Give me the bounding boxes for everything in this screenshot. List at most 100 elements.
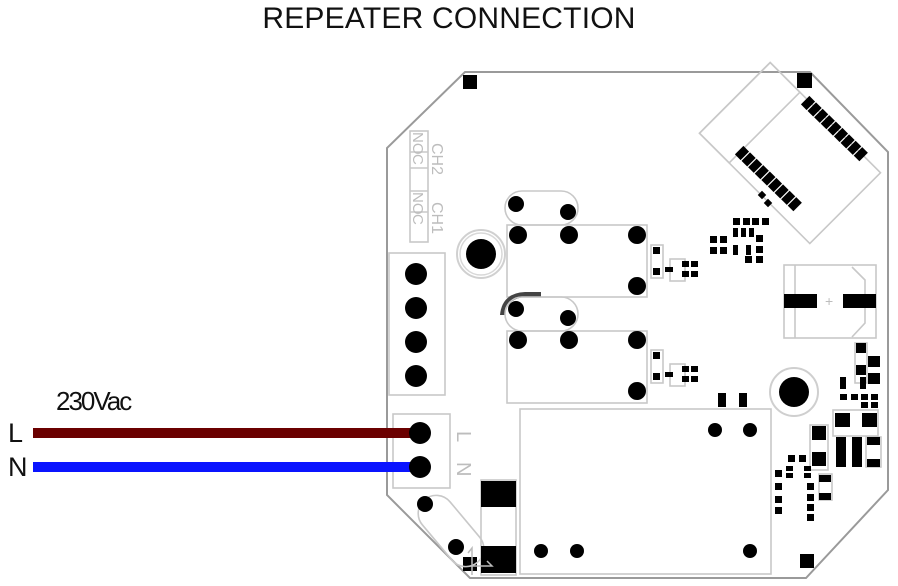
smd-pad bbox=[710, 247, 717, 254]
smd-pad bbox=[756, 256, 763, 263]
rf-module bbox=[698, 61, 882, 245]
module-pin bbox=[840, 134, 855, 149]
power-terminal-block: L N bbox=[392, 413, 474, 489]
smd-pad bbox=[788, 455, 795, 462]
pcb-outline bbox=[386, 71, 889, 579]
module-pin bbox=[807, 102, 822, 117]
relay-terminal-silkscreen: NO C NO C CH2 CH1 bbox=[409, 130, 445, 243]
smd-pad bbox=[691, 366, 698, 372]
module-pin bbox=[761, 171, 776, 186]
ch2-no-label: NO bbox=[409, 132, 426, 155]
smd-pad bbox=[867, 459, 880, 467]
module-pin bbox=[853, 147, 868, 162]
silkscreen-outline bbox=[832, 409, 879, 437]
smd-pad bbox=[836, 437, 846, 467]
smd-pad bbox=[835, 413, 850, 427]
module-pin bbox=[754, 165, 769, 180]
smd-pad bbox=[682, 376, 689, 382]
crystal-component: + bbox=[783, 264, 877, 339]
smd-pad bbox=[741, 228, 746, 237]
smd-pad bbox=[733, 245, 738, 255]
ch2-label: CH2 bbox=[428, 143, 445, 175]
mounting-hole-right bbox=[769, 367, 819, 417]
polarity-arc-mark bbox=[500, 292, 541, 315]
smd-pad bbox=[868, 373, 880, 384]
module-pin bbox=[820, 115, 835, 130]
smd-pad bbox=[812, 452, 826, 466]
module-pin bbox=[774, 184, 789, 199]
smd-pad bbox=[804, 473, 811, 478]
smd-pad bbox=[840, 377, 846, 389]
smd-pad bbox=[710, 236, 717, 243]
smd-pad bbox=[807, 514, 814, 521]
smd-pad bbox=[691, 376, 698, 382]
terminal-n-pad bbox=[409, 456, 431, 478]
smd-pad bbox=[653, 268, 660, 275]
smd-pad bbox=[775, 483, 782, 490]
module-pin bbox=[800, 95, 816, 111]
relay-terminal-block bbox=[388, 252, 446, 396]
ch1-c-label: C bbox=[409, 214, 426, 225]
ch1-no-label: NO bbox=[409, 192, 426, 215]
mounting-hole-left bbox=[456, 229, 506, 279]
smd-pad bbox=[807, 483, 814, 490]
smd-pad bbox=[720, 236, 727, 243]
diagram-title: REPEATER CONNECTION bbox=[262, 2, 636, 35]
smd-pad bbox=[861, 402, 868, 408]
smd-pad bbox=[871, 402, 878, 408]
silkscreen-outline bbox=[650, 349, 664, 384]
smd-pad bbox=[733, 218, 740, 225]
smd-pad bbox=[653, 247, 660, 254]
module-pin bbox=[833, 127, 849, 143]
smd-pad bbox=[720, 247, 727, 254]
voltage-label: 230Vac bbox=[56, 386, 132, 416]
module-pin bbox=[767, 177, 783, 193]
module-pin bbox=[787, 197, 802, 212]
power-module bbox=[519, 408, 772, 575]
smd-pad bbox=[852, 437, 862, 467]
rf-module-pins bbox=[734, 95, 868, 212]
smd-pad bbox=[665, 372, 673, 377]
silkscreen-outline bbox=[809, 424, 829, 471]
ch1-label: CH1 bbox=[428, 202, 445, 234]
smd-pad bbox=[756, 246, 763, 253]
smd-pad bbox=[682, 366, 689, 372]
smd-pad bbox=[752, 218, 759, 225]
smd-pad bbox=[871, 394, 878, 400]
silkscreen-outline bbox=[650, 244, 664, 279]
smd-pad bbox=[819, 493, 831, 500]
smd-cluster-right bbox=[775, 342, 882, 521]
smd-pad bbox=[856, 343, 866, 353]
smd-pad bbox=[762, 218, 769, 225]
line-wire-label: L bbox=[8, 418, 24, 448]
smd-pad bbox=[691, 271, 698, 277]
smd-pad bbox=[733, 228, 738, 237]
module-pin bbox=[827, 121, 842, 136]
smd-pad bbox=[851, 394, 858, 400]
fiducial-pad-top-right bbox=[797, 73, 812, 88]
smd-pad bbox=[799, 455, 806, 462]
smd-pad bbox=[868, 356, 880, 367]
smd-pad bbox=[786, 473, 793, 478]
smd-pad bbox=[819, 475, 831, 482]
crystal-plus-mark: + bbox=[825, 293, 833, 309]
module-pin bbox=[741, 152, 756, 167]
module-pin bbox=[814, 108, 829, 123]
module-pin bbox=[734, 145, 750, 161]
module-pin bbox=[847, 140, 862, 155]
module-pin bbox=[781, 190, 796, 205]
smd-pad bbox=[665, 267, 673, 272]
module-pin bbox=[748, 158, 763, 173]
smd-pad bbox=[786, 466, 793, 471]
smd-pad bbox=[862, 413, 877, 427]
smd-pad bbox=[682, 271, 689, 277]
bottom-left-component bbox=[417, 479, 517, 576]
fiducial-pad-bottom-left bbox=[463, 557, 477, 571]
smd-pad bbox=[807, 494, 814, 501]
smd-pad bbox=[860, 377, 866, 389]
terminal-n-label: N bbox=[452, 462, 474, 476]
fiducial-pad-top-left bbox=[463, 75, 477, 89]
smd-pad bbox=[691, 261, 698, 267]
fiducial-pad-bottom-right bbox=[800, 554, 814, 568]
